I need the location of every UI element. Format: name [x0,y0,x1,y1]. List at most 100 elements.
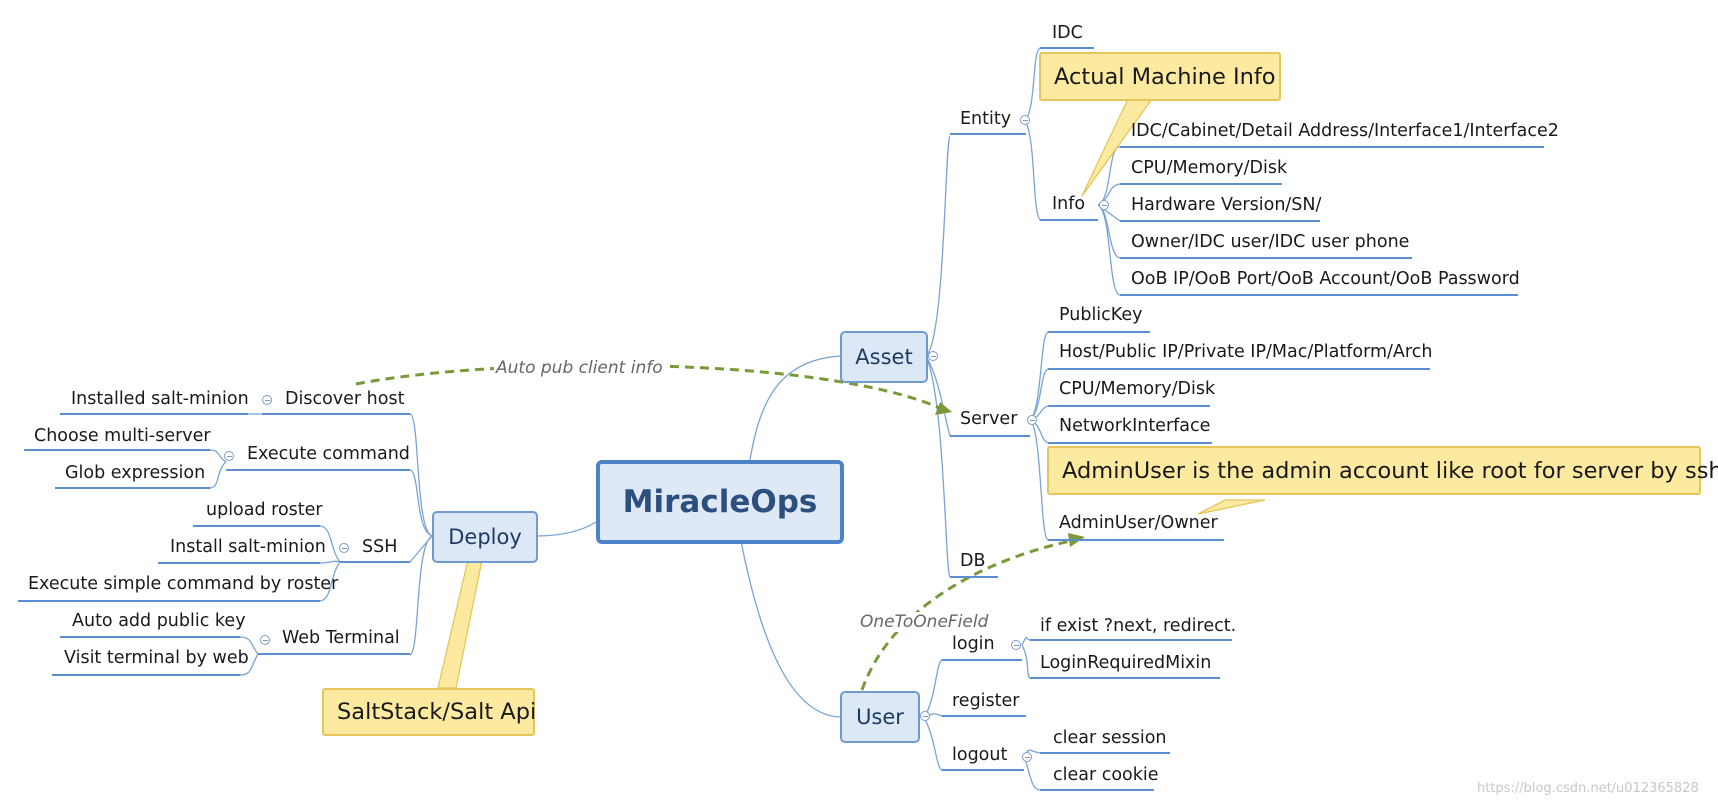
collapse-web-terminal-icon[interactable] [260,635,270,645]
topic-underline [1120,220,1320,222]
connector-asset-entity [925,135,951,357]
node-idc[interactable]: IDC [1052,23,1083,43]
server-item-2[interactable]: Host/Public IP/Private IP/Mac/Platform/A… [1059,342,1433,362]
topic-underline [1120,294,1518,296]
watermark: https://blog.csdn.net/u012365828 [1477,781,1699,796]
connector-entity-info [1024,119,1041,221]
topic-underline [1040,752,1170,754]
topic-underline [942,659,1022,661]
server-item-4[interactable]: NetworkInterface [1059,416,1211,436]
info-item-5[interactable]: OoB IP/OoB Port/OoB Account/OoB Password [1131,269,1520,289]
connector-entity-idc [1024,47,1041,121]
connector-root-deploy [535,521,597,537]
topic-underline [1040,47,1094,49]
callout-pointer-saltstack [437,559,483,689]
callout-saltstack[interactable]: SaltStack/Salt Api [322,688,536,736]
collapse-server-icon[interactable] [1027,415,1037,425]
node-register[interactable]: register [952,691,1020,711]
info-item-2[interactable]: CPU/Memory/Disk [1131,158,1288,178]
topic-underline [1120,183,1282,185]
server-item-5[interactable]: AdminUser/Owner [1059,513,1218,533]
collapse-info-icon[interactable] [1099,200,1109,210]
topic-underline [1048,368,1430,370]
topic-underline [24,449,210,451]
collapse-user-icon[interactable] [920,711,930,721]
topic-underline [55,487,210,489]
connector-asset-server [925,355,951,437]
server-item-1[interactable]: PublicKey [1059,305,1143,325]
connector-asset-db [925,355,951,578]
topic-underline [18,600,320,602]
relationship-label-auto-pub[interactable]: Auto pub client info [494,358,665,378]
node-ssh[interactable]: SSH [362,537,398,557]
topic-underline [1040,219,1098,221]
branch-asset[interactable]: Asset [840,331,928,383]
topic-underline [193,525,320,527]
collapse-logout-icon[interactable] [1022,752,1032,762]
login-item-1[interactable]: if exist ?next, redirect. [1040,616,1237,636]
ssh-item-2[interactable]: Install salt-minion [170,537,326,557]
callout-admin-user[interactable]: AdminUser is the admin account like root… [1047,446,1718,495]
node-logout[interactable]: logout [952,745,1008,765]
central-topic[interactable]: MiracleOps [596,460,844,544]
info-item-4[interactable]: Owner/IDC user/IDC user phone [1131,232,1410,252]
login-item-2[interactable]: LoginRequiredMixin [1040,653,1212,673]
topic-underline [60,636,240,638]
topic-underline [1030,677,1220,679]
branch-user[interactable]: User [840,691,920,743]
relationship-arrow-one-to-one [860,538,1076,691]
ssh-item-1[interactable]: upload roster [206,500,323,520]
topic-underline [262,413,410,415]
topic-underline [950,576,998,578]
collapse-discover-host-icon[interactable] [262,395,272,405]
topic-underline [950,435,1030,437]
collapse-login-icon[interactable] [1011,640,1021,650]
connector-root-asset [749,355,841,461]
topic-underline [340,561,410,563]
web-terminal-item-2[interactable]: Visit terminal by web [64,648,249,668]
topic-underline [942,715,1026,717]
server-item-3[interactable]: CPU/Memory/Disk [1059,379,1216,399]
info-item-1[interactable]: IDC/Cabinet/Detail Address/Interface1/In… [1131,121,1559,141]
callout-pointer-admin-user [1197,499,1266,515]
execute-item-1[interactable]: Choose multi-server [34,426,211,446]
info-item-3[interactable]: Hardware Version/SN/ [1131,195,1322,215]
node-discover-host[interactable]: Discover host [285,389,405,409]
node-db[interactable]: DB [960,551,986,571]
topic-underline [1120,146,1544,148]
logout-item-2[interactable]: clear cookie [1053,765,1159,785]
branch-deploy[interactable]: Deploy [432,511,538,563]
topic-underline [1048,331,1150,333]
execute-item-2[interactable]: Glob expression [65,463,206,483]
topic-underline [1048,539,1224,541]
ssh-item-3[interactable]: Execute simple command by roster [28,574,339,594]
collapse-asset-icon[interactable] [928,351,938,361]
connector-root-user [739,535,841,718]
collapse-execute-command-icon[interactable] [224,451,234,461]
topic-underline [226,469,410,471]
web-terminal-item-1[interactable]: Auto add public key [72,611,246,631]
logout-item-1[interactable]: clear session [1053,728,1167,748]
topic-underline [1048,442,1212,444]
topic-underline [1040,789,1154,791]
callout-actual-machine-info[interactable]: Actual Machine Info [1039,52,1281,101]
topic-underline [258,653,410,655]
node-web-terminal[interactable]: Web Terminal [282,628,400,648]
node-entity[interactable]: Entity [960,109,1012,129]
topic-underline [950,133,1026,135]
topic-underline [60,413,248,415]
topic-underline [1120,257,1412,259]
node-server[interactable]: Server [960,409,1018,429]
node-login[interactable]: login [952,634,995,654]
topic-underline [942,769,1024,771]
node-execute-command[interactable]: Execute command [247,444,410,464]
topic-underline [1048,405,1210,407]
topic-underline [52,674,240,676]
collapse-entity-icon[interactable] [1020,115,1030,125]
relationship-label-one-to-one[interactable]: OneToOneField [858,612,991,632]
node-info[interactable]: Info [1052,194,1086,214]
collapse-ssh-icon[interactable] [339,543,349,553]
discover-item-1[interactable]: Installed salt-minion [71,389,249,409]
topic-underline [158,562,320,564]
